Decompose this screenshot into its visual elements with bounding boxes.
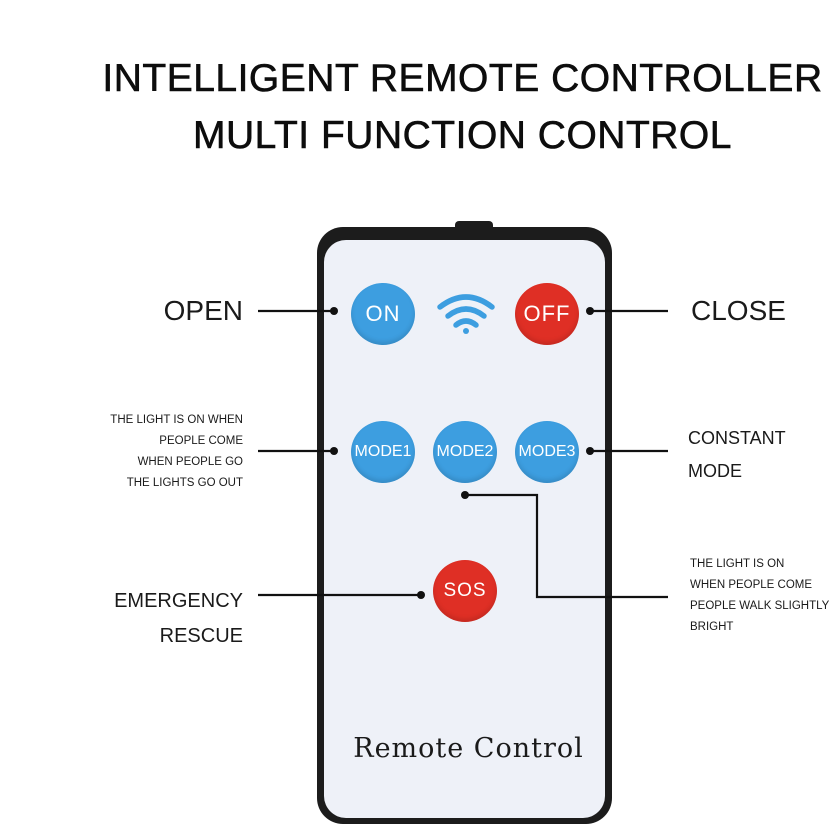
mode2-desc-line: BRIGHT [690,621,734,633]
close-label: CLOSE [691,295,786,326]
mode3-description: CONSTANT MODE [688,422,786,488]
mode1-desc-line: PEOPLE COME [159,435,243,447]
title-line-2: MULTI FUNCTION CONTROL [193,114,732,158]
remote-brand-text: Remote Control [353,733,584,764]
mode1-desc-line: THE LIGHT IS ON WHEN [110,414,243,426]
open-label: OPEN [163,295,243,326]
remote-notch [455,221,493,231]
wifi-signal-icon [437,294,495,334]
mode2-description: THE LIGHT IS ON WHEN PEOPLE COME PEOPLE … [690,554,829,638]
mode3-button[interactable]: MODE3 [515,421,579,483]
mode1-desc-line: WHEN PEOPLE GO [137,456,243,468]
mode3-desc-line: CONSTANT [688,428,786,448]
mode1-description: THE LIGHT IS ON WHEN PEOPLE COME WHEN PE… [110,410,243,494]
sos-description: EMERGENCY RESCUE [114,584,243,654]
title-line-1: INTELLIGENT REMOTE CONTROLLER [102,57,823,101]
mode2-button[interactable]: MODE2 [433,421,497,483]
mode1-button[interactable]: MODE1 [351,421,415,483]
mode3-desc-line: MODE [688,461,742,481]
mode2-desc-line: THE LIGHT IS ON [690,558,785,570]
on-button[interactable]: ON [351,283,415,345]
sos-button[interactable]: SOS [433,560,497,622]
mode2-desc-line: PEOPLE WALK SLIGHTLY [690,600,830,612]
mode2-desc-line: WHEN PEOPLE COME [690,579,813,591]
mode1-desc-line: THE LIGHTS GO OUT [126,477,243,489]
sos-desc-line: RESCUE [159,625,243,647]
off-button[interactable]: OFF [515,283,579,345]
sos-desc-line: EMERGENCY [114,590,243,612]
